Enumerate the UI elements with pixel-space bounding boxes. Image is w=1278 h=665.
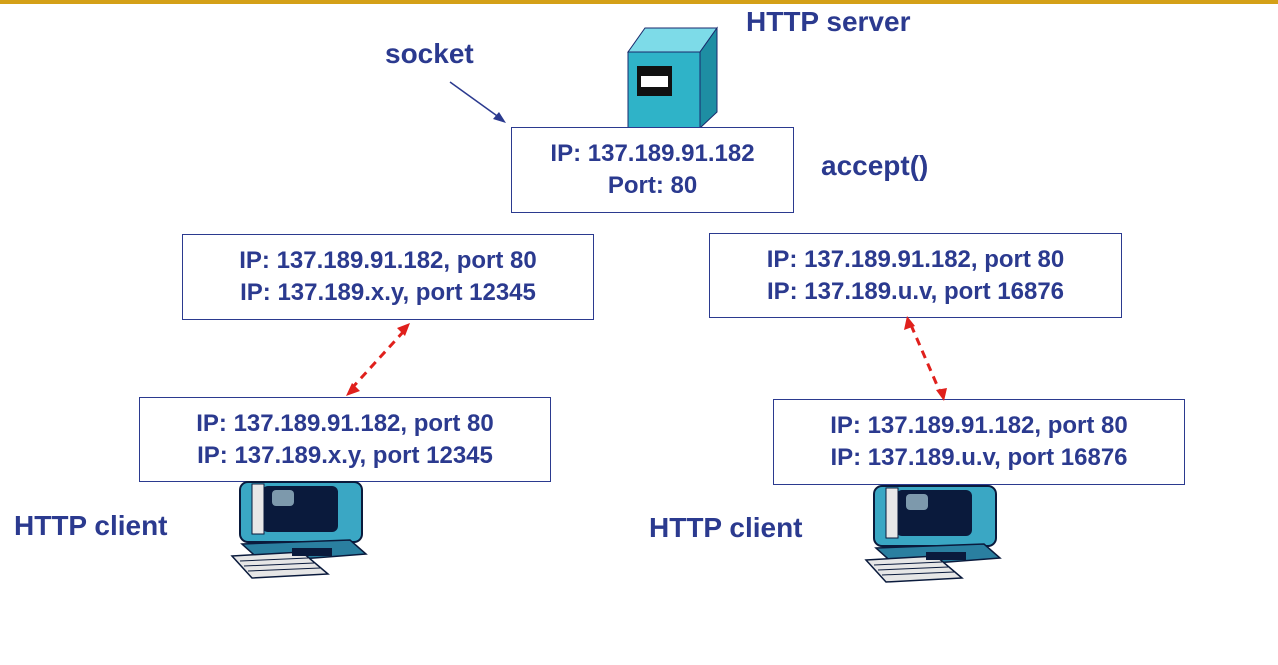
right-server-connection-box: IP: 137.189.91.182, port 80 IP: 137.189.… — [709, 233, 1122, 318]
connection-line-2: IP: 137.189.u.v, port 16876 — [830, 444, 1128, 471]
connection-line-1: IP: 137.189.91.182, port 80 — [766, 245, 1065, 273]
connection-line-1: IP: 137.189.91.182, port 80 — [196, 409, 494, 437]
right-connection-arrow — [904, 316, 947, 401]
connection-line-1: IP: 137.189.91.182, port 80 — [239, 247, 537, 274]
left-server-connection-box: IP: 137.189.91.182, port 80 IP: 137.189.… — [182, 234, 594, 320]
left-client-label: HTTP client — [14, 510, 168, 541]
right-client-connection-box: IP: 137.189.91.182, port 80 IP: 137.189.… — [773, 399, 1185, 485]
server-port: Port: 80 — [607, 172, 698, 199]
right-client-label: HTTP client — [649, 512, 803, 543]
socket-label: socket — [385, 38, 474, 69]
left-client-connection-box: IP: 137.189.91.182, port 80 IP: 137.189.… — [139, 397, 551, 482]
connection-line-2: IP: 137.189.u.v, port 16876 — [766, 277, 1065, 305]
accept-label: accept() — [821, 150, 929, 181]
server-ip: IP: 137.189.91.182 — [550, 140, 755, 167]
connection-line-1: IP: 137.189.91.182, port 80 — [830, 412, 1128, 439]
connection-line-2: IP: 137.189.x.y, port 12345 — [197, 441, 493, 469]
server-socket-box: IP: 137.189.91.182 Port: 80 — [511, 127, 794, 213]
left-connection-arrow — [346, 323, 410, 396]
server-title: HTTP server — [746, 6, 911, 37]
top-accent-bar — [0, 0, 1278, 4]
connection-line-2: IP: 137.189.x.y, port 12345 — [240, 279, 536, 306]
